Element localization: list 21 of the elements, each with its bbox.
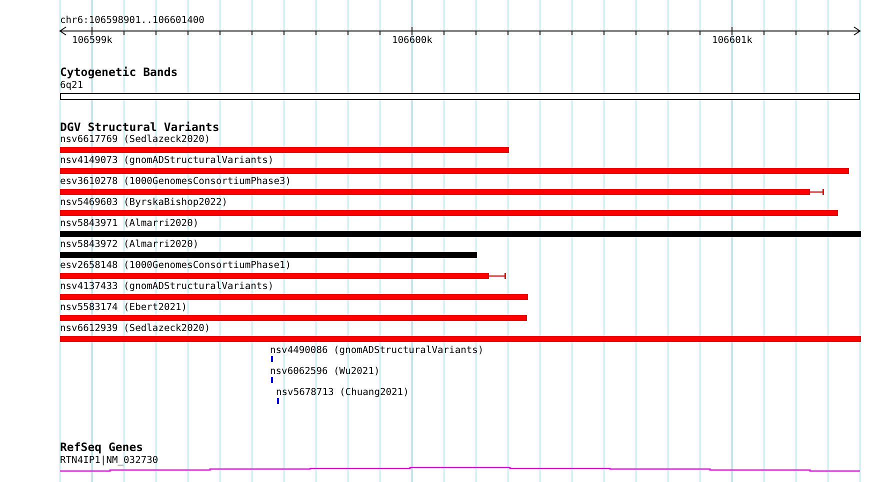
variant-label: nsv6062596 (Wu2021) <box>270 366 380 377</box>
variant-label: nsv5583174 (Ebert2021) <box>60 302 188 313</box>
track-title: DGV Structural Variants <box>60 121 220 134</box>
variant-label: nsv5678713 (Chuang2021) <box>276 387 409 398</box>
coordinate-label: chr6:106598901..106601400 <box>60 15 204 26</box>
variant-label: nsv5469603 (ByrskaBishop2022) <box>60 197 228 208</box>
gene-label: RTN4IP1|NM_032730 <box>60 455 158 466</box>
variant-label: nsv6612939 (Sedlazeck2020) <box>60 323 210 334</box>
variant-label: esv2658148 (1000GenomesConsortiumPhase1) <box>60 260 292 271</box>
variant-label: nsv4137433 (gnomADStructuralVariants) <box>60 281 274 292</box>
variant-label: nsv5843971 (Almarri2020) <box>60 218 199 229</box>
variant-label: nsv6617769 (Sedlazeck2020) <box>60 134 210 145</box>
tick-label: 106599k <box>72 35 112 46</box>
tick-label: 106601k <box>712 35 752 46</box>
band-label: 6q21 <box>60 80 84 91</box>
variant-label: nsv4149073 (gnomADStructuralVariants) <box>60 155 274 166</box>
variant-label: nsv4490086 (gnomADStructuralVariants) <box>270 345 484 356</box>
variant-label: nsv5843972 (Almarri2020) <box>60 239 199 250</box>
tick-label: 106600k <box>392 35 432 46</box>
track-title: Cytogenetic Bands <box>60 66 178 79</box>
variant-label: esv3610278 (1000GenomesConsortiumPhase3) <box>60 176 292 187</box>
